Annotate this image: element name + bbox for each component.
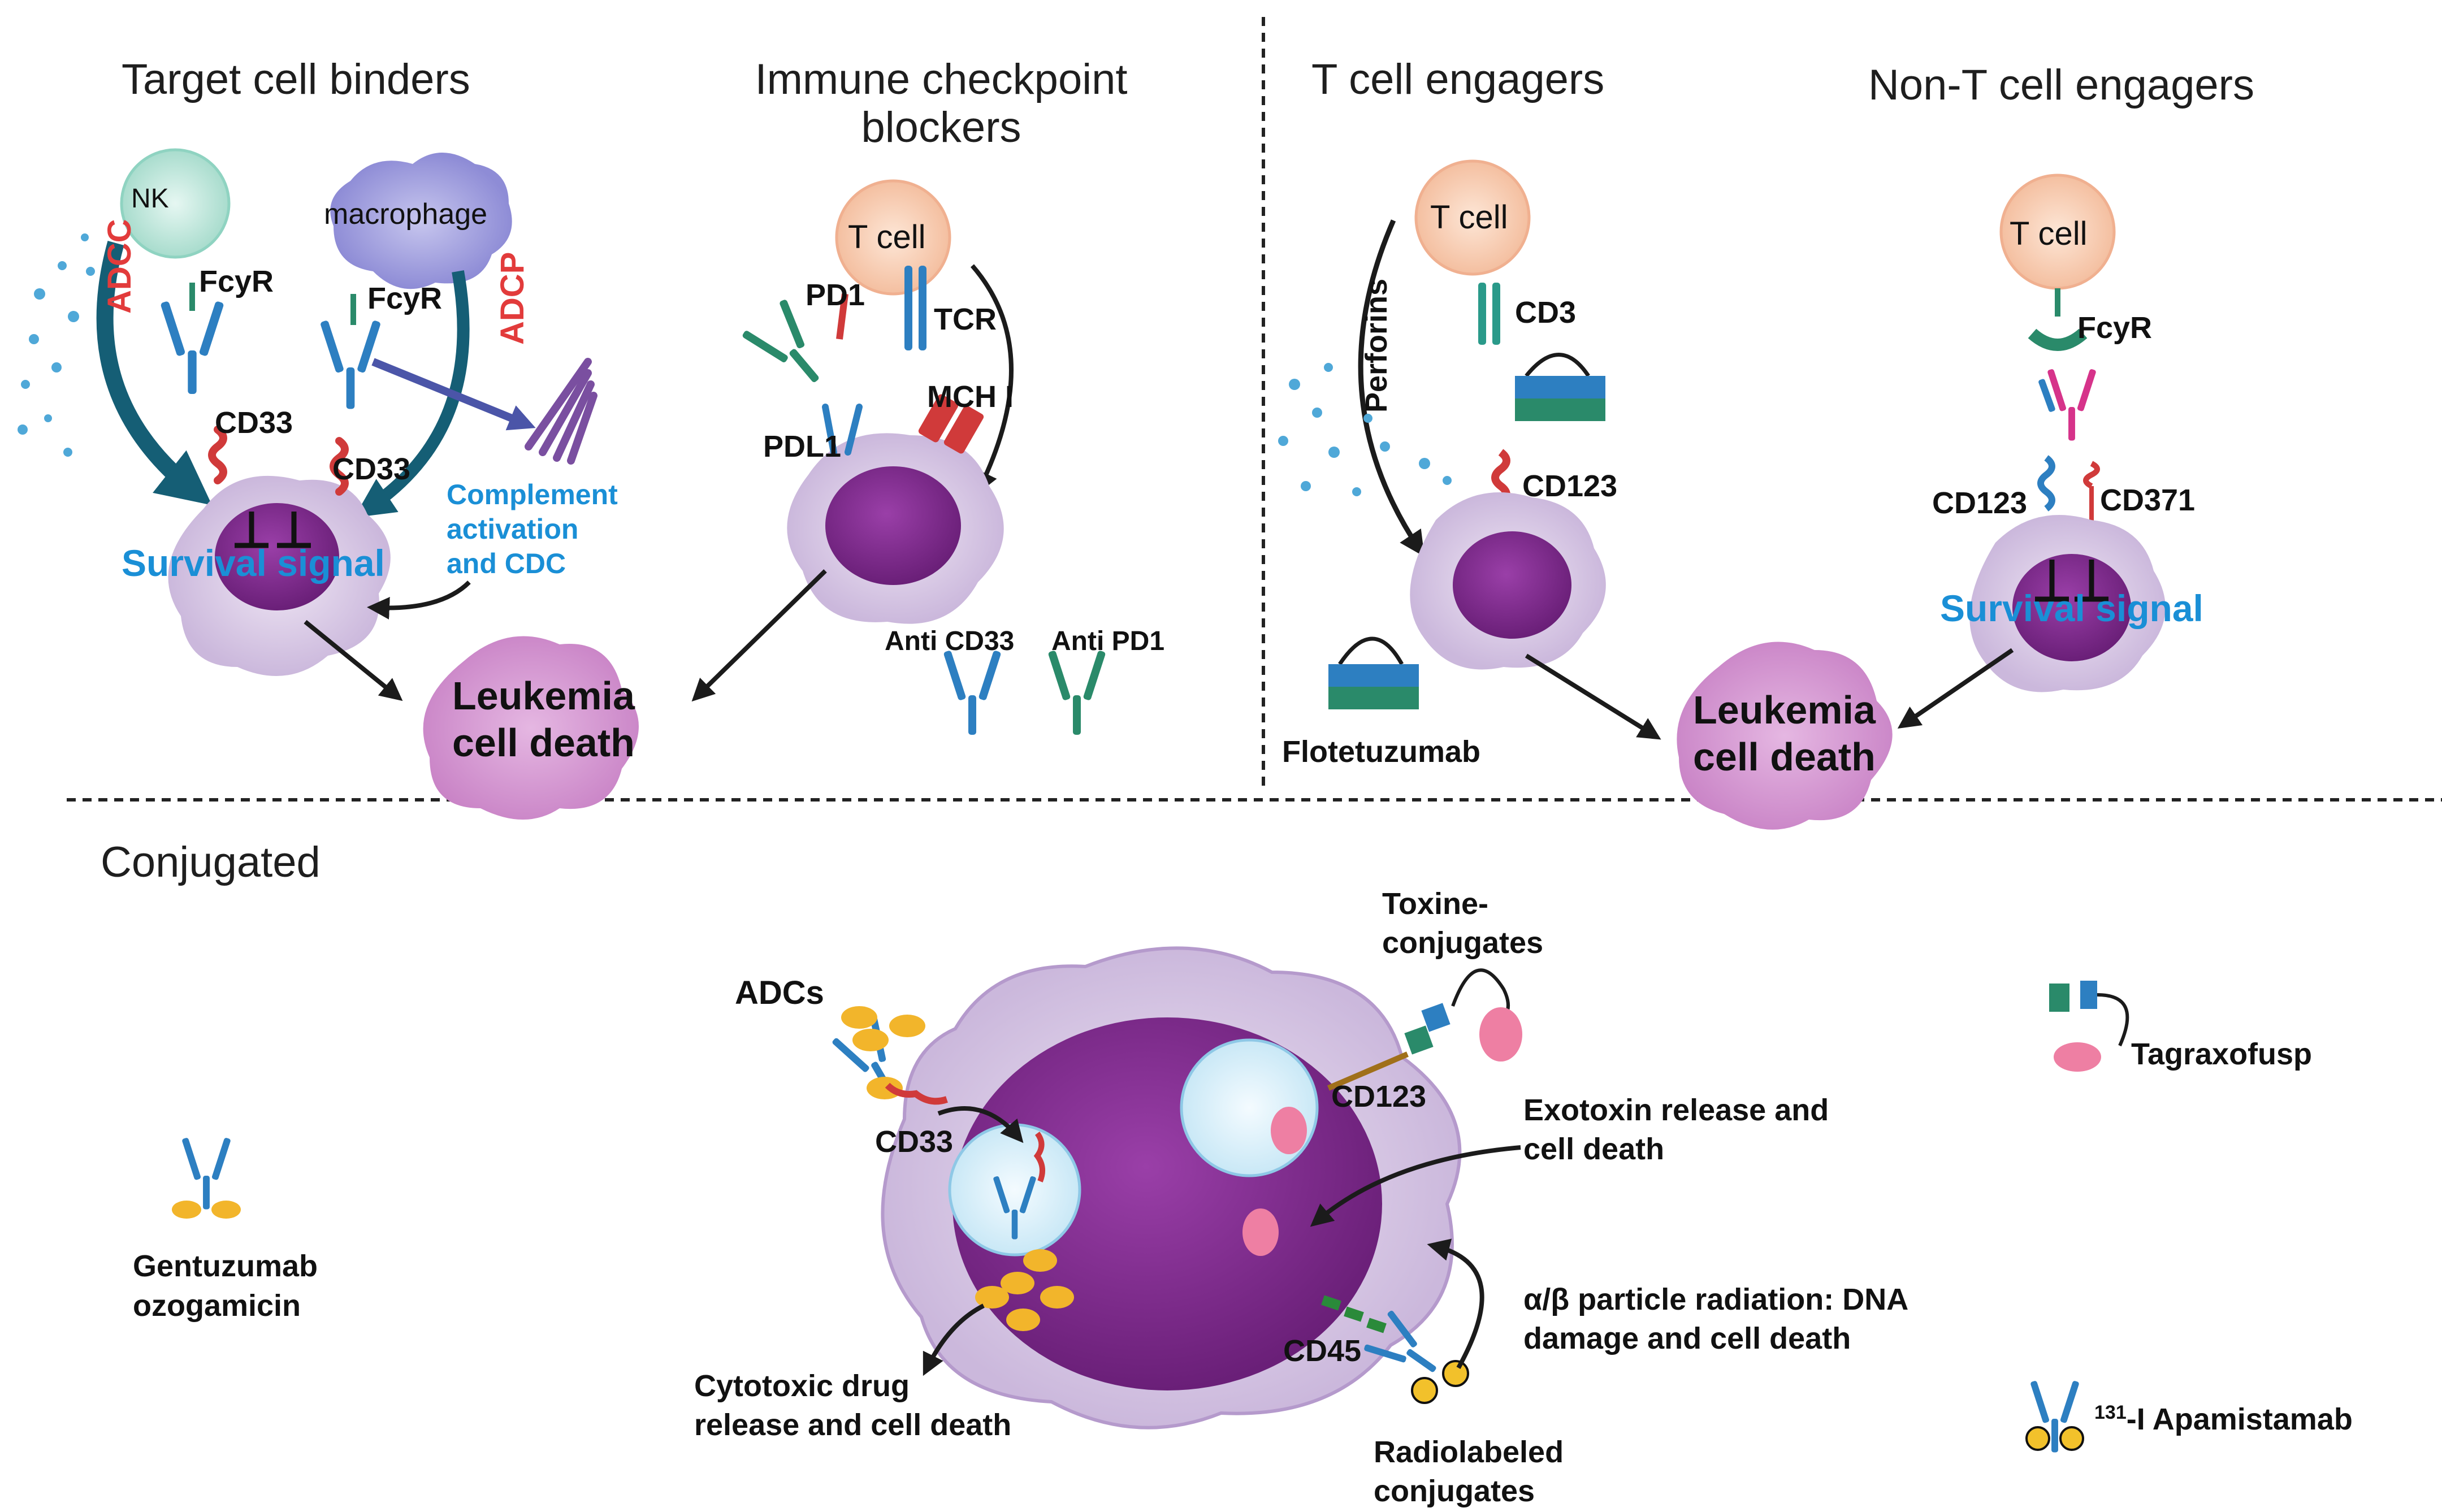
- label-tcell-2: T cell: [1430, 199, 1508, 236]
- label-pd1: PD1: [806, 278, 865, 312]
- dying-cell-2: [1677, 642, 1893, 830]
- nucleus-1: [215, 503, 339, 610]
- flotetuzumab-free: [1328, 636, 1419, 709]
- conjugated-artwork: [172, 946, 2129, 1453]
- label-survival-1: Survival signal: [122, 542, 385, 584]
- dying-cell-1: [423, 636, 639, 820]
- label-nk: NK: [131, 184, 169, 214]
- toxine-conjugate: [1327, 968, 1522, 1091]
- label-perforins: Perforins: [1359, 278, 1393, 413]
- complement-complex: [525, 358, 597, 465]
- label-adcp: ADCP: [494, 252, 531, 345]
- title-t-engagers: T cell engagers: [1311, 55, 1605, 103]
- flotetuzumab-on-cell: [1515, 353, 1605, 421]
- apamistamab-superscript: 131: [2094, 1402, 2127, 1423]
- label-cd33-b: CD33: [332, 452, 411, 486]
- label-adcs: ADCs: [735, 974, 824, 1011]
- adcc-arrow: [96, 240, 213, 505]
- t-engagers-artwork: [1278, 159, 1893, 830]
- label-tagraxofusp: Tagraxofusp: [2131, 1037, 2313, 1071]
- label-cd123-2: CD123: [1932, 486, 2028, 520]
- label-flotetuzumab: Flotetuzumab: [1282, 735, 1480, 769]
- label-apamistamab: 131-I Apamistamab: [2094, 1402, 2353, 1436]
- label-pdl1: PDL1: [763, 430, 842, 463]
- checkpoint-artwork: [691, 179, 1106, 735]
- label-exotoxin: Exotoxin release and cell death: [1523, 1093, 1829, 1167]
- label-mch: MCH I: [927, 380, 1014, 414]
- title-non-t-engagers: Non-T cell engagers: [1868, 61, 2254, 109]
- target-binders-artwork: [18, 148, 639, 820]
- label-complement: Complement activation and CDC: [447, 479, 618, 579]
- label-cd33-a: CD33: [215, 406, 293, 440]
- apamistamab-text: -I Apamistamab: [2126, 1402, 2353, 1436]
- macrophage-cell: [330, 153, 512, 289]
- label-radiolabeled: Radiolabeled conjugates: [1374, 1435, 1564, 1509]
- label-cd123-1: CD123: [1522, 469, 1618, 503]
- label-fcyr-mac: FcyR: [367, 281, 443, 315]
- radiolabeled-antibody: [1321, 1295, 1469, 1404]
- label-adcc: ADCC: [101, 219, 138, 314]
- t-cell-1: [835, 179, 951, 296]
- label-tcell-1: T cell: [848, 219, 926, 255]
- label-tcell-3: T cell: [2010, 215, 2088, 252]
- adcc-dots: [18, 233, 95, 457]
- label-cd123-3: CD123: [1331, 1080, 1427, 1114]
- label-cd33-c: CD33: [875, 1125, 954, 1159]
- label-fcyr-nk: FcyR: [199, 265, 274, 298]
- t-cell-2: [1414, 159, 1531, 276]
- gentuzumab-icon: [172, 1137, 241, 1219]
- label-cd45: CD45: [1283, 1334, 1362, 1368]
- non-t-engagers-artwork: [1897, 174, 2166, 729]
- tagraxofusp-icon: [2049, 981, 2129, 1072]
- nk-cell: [120, 148, 231, 259]
- label-anti-cd33: Anti CD33: [885, 626, 1015, 656]
- label-fcyr-nt: FcyR: [2077, 311, 2153, 345]
- title-checkpoint: Immune checkpoint blockers: [755, 55, 1128, 152]
- label-cytotoxic: Cytotoxic drug release and cell death: [694, 1369, 1012, 1442]
- label-gentuzumab: Gentuzumab ozogamicin: [133, 1249, 318, 1323]
- label-cd371: CD371: [2100, 483, 2196, 517]
- title-target-binders: Target cell binders: [122, 55, 470, 103]
- label-tcr: TCR: [934, 302, 997, 336]
- label-cell-death-1: Leukemia cell death: [452, 674, 635, 765]
- apamistamab-icon: [2025, 1380, 2084, 1453]
- label-radiation: α/β particle radiation: DNA damage and c…: [1523, 1283, 1909, 1356]
- label-macrophage: macrophage: [324, 198, 488, 231]
- macrophage-arrow: [354, 270, 470, 518]
- label-cell-death-2: Leukemia cell death: [1693, 688, 1876, 779]
- endosome-2: [1180, 1038, 1319, 1177]
- label-survival-2: Survival signal: [1940, 587, 2203, 629]
- title-conjugated: Conjugated: [101, 838, 321, 886]
- label-cd3: CD3: [1515, 296, 1577, 330]
- adcp-arrow: [371, 358, 536, 431]
- label-toxine: Toxine- conjugates: [1382, 887, 1544, 960]
- label-anti-pd1: Anti PD1: [1051, 626, 1165, 656]
